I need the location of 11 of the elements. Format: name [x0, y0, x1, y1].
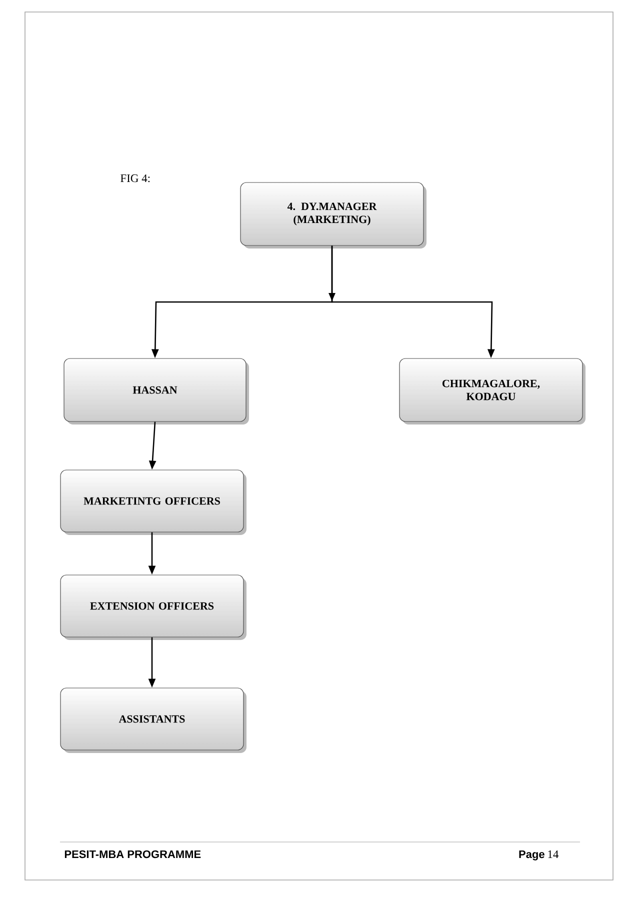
page-number: 14	[548, 850, 559, 858]
org-box: MARKETINTG OFFICERS	[60, 470, 246, 535]
org-box: 4. DY.MANAGER (MARKETING)	[240, 182, 426, 248]
figure-label: FIG 4:	[120, 174, 150, 182]
org-box: CHIKMAGALORE, KODAGU	[399, 358, 586, 424]
arrow-head	[328, 293, 336, 301]
org-box: HASSAN	[64, 358, 249, 424]
page-label: Page	[519, 850, 544, 860]
footer-text: PESIT-MBA PROGRAMME	[64, 850, 201, 858]
org-box: EXTENSION OFFICERS	[60, 574, 246, 640]
org-box: ASSISTANTS	[60, 688, 246, 753]
